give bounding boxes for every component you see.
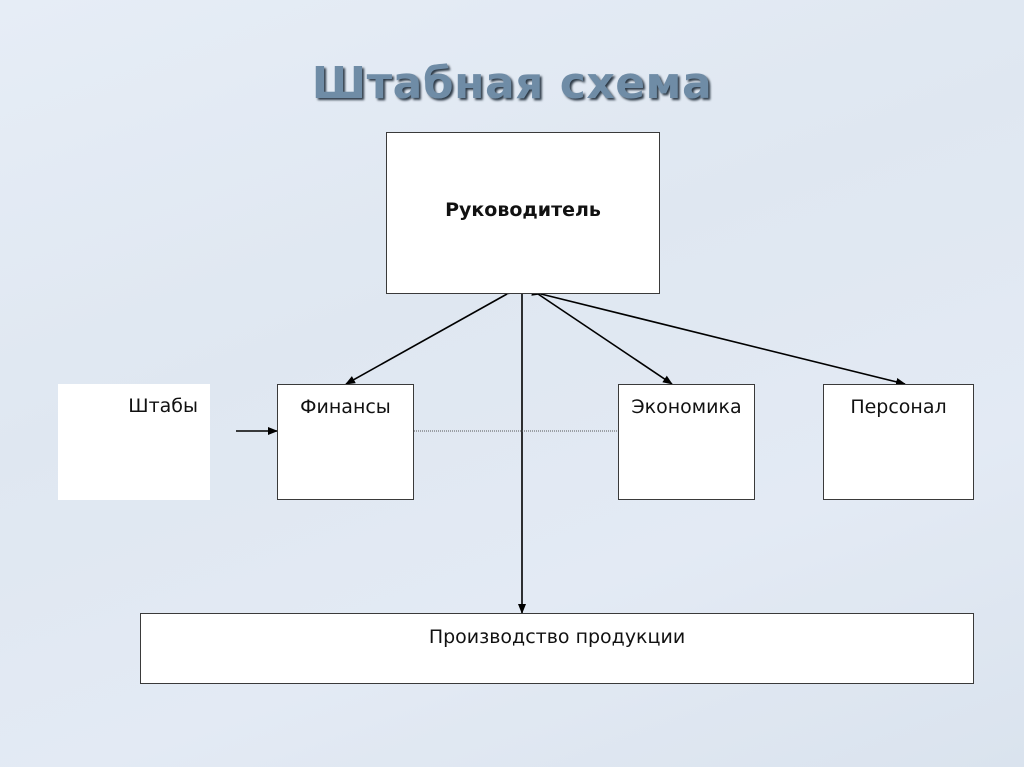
- node-staff-label: Штабы: [128, 395, 198, 417]
- node-head-label: Руководитель: [445, 199, 601, 221]
- node-economics: Экономика: [618, 384, 755, 500]
- node-economics-label: Экономика: [631, 396, 742, 418]
- node-production: Производство продукции: [140, 613, 974, 684]
- node-finance: Финансы: [277, 384, 414, 500]
- slide-title: Штабная схема: [311, 58, 713, 109]
- node-production-label: Производство продукции: [428, 626, 686, 648]
- node-finance-label: Финансы: [300, 396, 391, 418]
- edge-head-personnel: [531, 287, 906, 386]
- edge-head-economics: [528, 285, 673, 385]
- edge-head-finance: [345, 286, 517, 385]
- node-staff: Штабы: [58, 384, 210, 500]
- node-personnel-label: Персонал: [850, 396, 947, 418]
- node-head: Руководитель: [386, 132, 660, 294]
- node-personnel: Персонал: [823, 384, 974, 500]
